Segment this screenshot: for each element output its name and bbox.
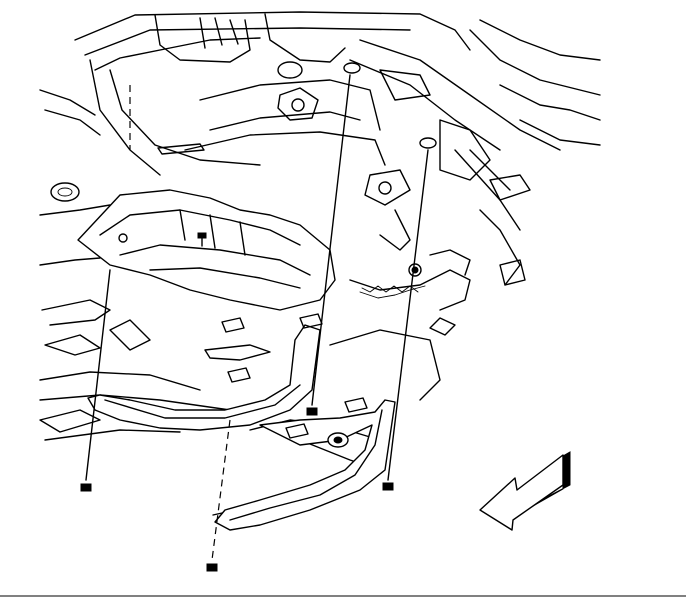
upper-heat-shield [77, 189, 336, 311]
vehicle-underbody [39, 11, 601, 471]
bolt-center-icon [306, 407, 318, 416]
upper-nut-right-icon [419, 137, 437, 149]
upper-nut-icon [343, 62, 361, 74]
lower-skid-plate [87, 313, 396, 531]
fastener-leader-lines [85, 74, 429, 561]
bolt-bottom-icon [206, 563, 218, 572]
bolt-left-icon [80, 483, 92, 492]
front-direction-arrow-icon [479, 451, 571, 531]
bolt-right-icon [382, 482, 394, 491]
linkage-assembly [349, 249, 471, 336]
